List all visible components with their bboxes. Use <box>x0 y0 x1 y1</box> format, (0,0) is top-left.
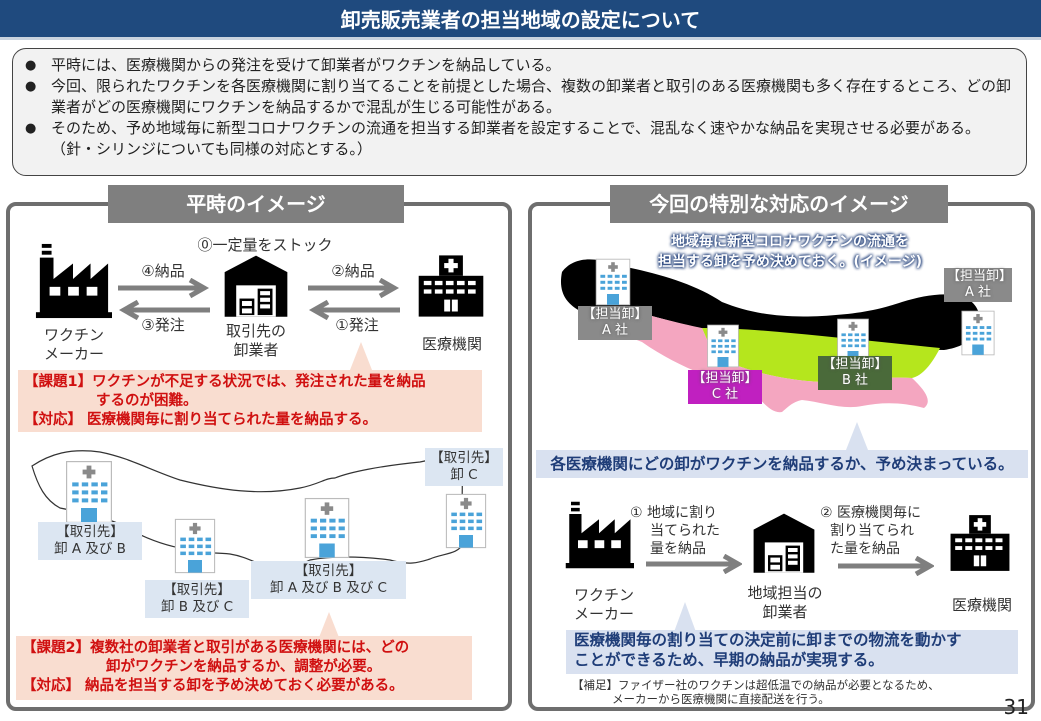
hospital-icon <box>960 310 996 356</box>
bidirectional-arrow-icon <box>308 278 400 321</box>
vaccine-maker-label: ワクチン メーカー <box>573 586 634 623</box>
decided-callout: 各医療機関にどの卸がワクチンを納品するか、予め決まっている。 <box>536 450 1028 478</box>
special-response-header: 今回の特別な対応のイメージ <box>610 185 948 223</box>
hospital-icon <box>302 497 352 559</box>
supplier-tag-a-b-c: 【取引先】 卸 A 及び B 及び C <box>251 561 406 599</box>
hospital-icon <box>938 512 1022 574</box>
step-2-label: ② 医療機関毎に 割り当てられ た量を納品 <box>820 505 922 557</box>
page-number: 31 <box>1003 695 1029 719</box>
supplier-tag-c: 【取引先】 卸 C <box>425 448 503 486</box>
issue-1-callout: 【課題1】ワクチンが不足する状況では、発注された量を納品 するのが困難。 【対応… <box>18 370 482 432</box>
bullet-icon: ● <box>25 58 37 73</box>
bidirectional-arrow-icon <box>118 278 210 321</box>
summary-bullet: ● 平時には、医療機関からの発注を受けて卸業者がワクチンを納品している。 <box>25 56 561 74</box>
arrow-label-order-1: ①発注 <box>335 316 379 334</box>
hospital-icon <box>445 492 487 550</box>
hospital-icon <box>410 252 492 320</box>
assigned-tag-b: 【担当卸】 B 社 <box>818 356 892 390</box>
callout-pointer <box>674 602 696 632</box>
supplier-tag-b-c: 【取引先】 卸 B 及び C <box>145 580 249 618</box>
hospital-icon <box>706 324 740 368</box>
warehouse-icon <box>744 512 824 576</box>
normal-times-header: 平時のイメージ <box>108 185 404 223</box>
map-caption: 地域毎に新型コロナワクチンの流通を 担当する卸を予め決めておく。(イメージ) <box>657 234 923 270</box>
warehouse-icon <box>216 254 296 320</box>
hospital-icon <box>174 518 216 574</box>
stock-label: ⓪一定量をストック <box>197 236 333 254</box>
factory-icon <box>562 500 636 570</box>
factory-icon <box>32 242 114 320</box>
arrow-right-icon <box>838 556 934 576</box>
hospital-label: 医療機関 <box>951 596 1012 614</box>
vaccine-maker-label: ワクチン メーカー <box>43 326 104 363</box>
step-1-label: ① 地域に割り 当てられた 量を納品 <box>630 505 720 557</box>
assigned-tag-a-west: 【担当卸】 A 社 <box>578 306 652 340</box>
summary-bullet: ● そのため、予め地域毎に新型コロナワクチンの流通を担当する卸業者を設定すること… <box>25 119 980 158</box>
summary-box: ● 平時には、医療機関からの発注を受けて卸業者がワクチンを納品している。 ● 今… <box>12 48 1027 176</box>
bullet-icon: ● <box>25 121 37 136</box>
page-title: 卸売販売業者の担当地域の設定について <box>0 0 1041 40</box>
supplementary-note: 【補足】ファイザー社のワクチンは超低温での納品が必要となるため、 メーカーから医… <box>572 678 940 706</box>
callout-pointer <box>318 612 340 640</box>
arrow-right-icon <box>646 554 742 574</box>
callout-pointer <box>350 342 372 370</box>
issue-2-callout: 【課題2】複数社の卸業者と取引がある医療機関には、どの 卸がワクチンを納品するか… <box>16 636 472 700</box>
arrow-label-order-3: ③発注 <box>141 316 185 334</box>
summary-bullet: ● 今回、限られたワクチンを各医療機関に割り当てることを前提とした場合、複数の卸… <box>25 77 1012 116</box>
hospital-icon <box>593 258 633 306</box>
assigned-tag-c: 【担当卸】 C 社 <box>688 370 762 404</box>
supplier-tag-a-b: 【取引先】 卸 A 及び B <box>38 522 142 560</box>
regional-wholesaler-label: 地域担当の 卸業者 <box>747 584 823 621</box>
arrow-label-deliver-4: ④納品 <box>141 262 185 280</box>
callout-pointer <box>846 422 868 450</box>
hospital-label: 医療機関 <box>421 335 482 353</box>
hospital-icon <box>64 460 114 524</box>
benefit-callout: 医療機関毎の割り当ての決定前に卸までの物流を動かす ことができるため、早期の納品… <box>566 630 1018 674</box>
arrow-label-deliver-2: ②納品 <box>331 262 375 280</box>
bullet-icon: ● <box>25 79 37 94</box>
assigned-tag-a-east: 【担当卸】 A 社 <box>944 268 1012 302</box>
wholesaler-label: 取引先の 卸業者 <box>225 322 286 359</box>
